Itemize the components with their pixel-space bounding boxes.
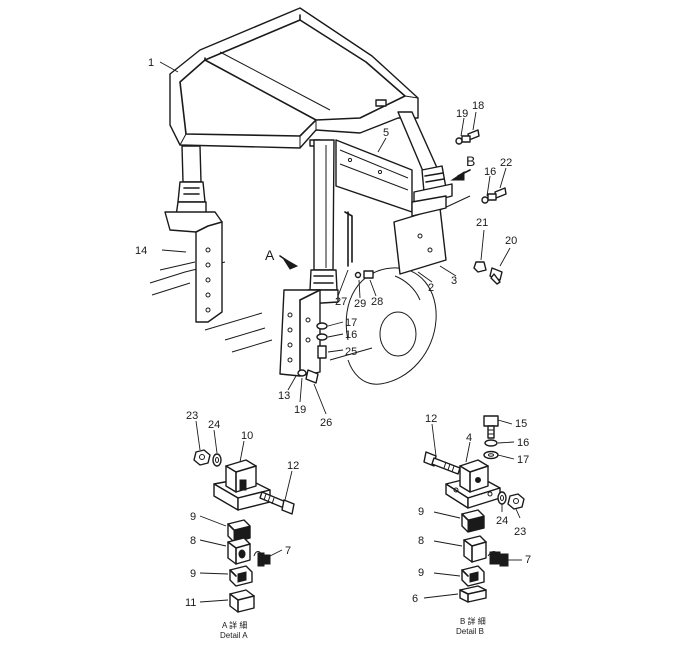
bolt-20	[489, 267, 503, 285]
callout-2: 2	[428, 282, 434, 294]
callout-28: 28	[371, 296, 383, 308]
view-marker-a: A	[265, 247, 275, 263]
callout-20: 20	[505, 235, 517, 247]
callout-3: 3	[451, 275, 457, 287]
detail-b-callout-24: 24	[496, 515, 508, 527]
detail-a-callout-12: 12	[287, 460, 299, 472]
detail-b-spring-7	[487, 551, 509, 567]
detail-a: 23 24 10 12 9 8 7 9 11 A 詳 細 Detail A	[185, 410, 299, 640]
callout-22: 22	[500, 157, 512, 169]
callout-18: 18	[472, 100, 484, 112]
detail-b-bolt-15	[483, 415, 499, 439]
wheel-hub-outline	[345, 267, 437, 385]
side-panel	[335, 139, 413, 213]
detail-b-part-9-upper	[461, 509, 485, 533]
nut-21	[473, 261, 487, 273]
view-marker-b: B	[466, 153, 475, 169]
callout-19-bottom: 19	[294, 404, 306, 416]
left-front-post	[175, 145, 207, 217]
bolt-25	[317, 345, 327, 359]
detail-b-washer-24	[497, 491, 507, 505]
detail-a-part-8	[227, 537, 251, 565]
detail-b-callout-7: 7	[525, 554, 531, 566]
washer-16-top	[481, 196, 489, 204]
bolt-28	[363, 270, 374, 279]
detail-b-callout-8: 8	[418, 535, 424, 547]
detail-a-callout-11: 11	[185, 597, 196, 609]
leader-lines	[159, 61, 511, 415]
callout-21: 21	[476, 217, 488, 229]
detail-b-bolt-12	[423, 451, 461, 475]
detail-b-caption: Detail B	[456, 627, 484, 636]
detail-b: 12 15 4 16 17 9 24 23 8 7 9 6 B 詳 細 Deta…	[412, 413, 531, 636]
callout-14: 14	[135, 245, 147, 257]
center-front-post	[305, 139, 339, 305]
detail-b-callout-15: 15	[515, 418, 527, 430]
detail-b-cushion-6	[459, 585, 487, 603]
detail-b-callout-16: 16	[517, 437, 529, 449]
callout-1: 1	[148, 57, 154, 69]
callout-16-mid: 16	[345, 329, 357, 341]
detail-a-mount-10	[213, 459, 271, 511]
left-front-bracket	[164, 211, 223, 323]
detail-a-nut-23	[193, 449, 211, 466]
canopy-roof	[169, 7, 419, 149]
detail-b-callout-4: 4	[466, 432, 472, 444]
callout-17: 17	[345, 317, 357, 329]
detail-a-callout-9-upper: 9	[190, 511, 196, 523]
washer-29	[354, 271, 362, 279]
callout-5: 5	[383, 127, 389, 139]
detail-a-spring-7	[253, 551, 271, 567]
rear-bracket-plate	[393, 195, 447, 275]
washer-17	[316, 322, 328, 330]
detail-a-callout-7: 7	[285, 545, 291, 557]
detail-a-caption: Detail A	[220, 631, 248, 640]
detail-a-callout-24: 24	[208, 419, 220, 431]
detail-b-callout-9-lower: 9	[418, 567, 424, 579]
center-front-bracket	[279, 289, 321, 377]
detail-b-nut-23	[507, 493, 525, 510]
detail-a-caption-jp: A 詳 細	[222, 620, 247, 630]
detail-b-caption-jp: B 詳 細	[460, 616, 486, 626]
detail-a-callout-9-lower: 9	[190, 568, 196, 580]
detail-a-part-9-upper	[227, 519, 251, 543]
callout-13: 13	[278, 390, 290, 402]
callout-26: 26	[320, 417, 332, 429]
detail-b-part-8	[463, 535, 487, 563]
detail-b-callout-6: 6	[412, 593, 418, 605]
detail-b-callout-9-upper: 9	[418, 506, 424, 518]
bolt-26	[305, 369, 319, 384]
detail-b-callout-17: 17	[517, 454, 529, 466]
detail-b-washer-16	[484, 439, 498, 447]
detail-b-washer-17	[483, 450, 499, 460]
detail-b-callout-12: 12	[425, 413, 437, 425]
view-marker-a-arrow	[279, 255, 299, 270]
detail-b-callout-23: 23	[514, 526, 526, 538]
detail-b-part-9-lower	[461, 565, 485, 587]
washer-16-mid	[316, 333, 328, 341]
detail-a-callout-23: 23	[186, 410, 198, 422]
callout-29: 29	[354, 298, 366, 310]
detail-a-washer-24	[212, 453, 222, 467]
callout-19-top: 19	[456, 108, 468, 120]
detail-b-mount-4	[445, 459, 501, 509]
bolt-22	[487, 187, 507, 201]
view-marker-b-arrow	[450, 169, 471, 181]
callout-27: 27	[335, 296, 347, 308]
detail-a-bolt-12	[259, 491, 295, 515]
detail-a-cushion-11	[229, 589, 255, 613]
washer-19-bottom	[297, 369, 307, 377]
bolt-18	[461, 129, 480, 143]
callout-16-top: 16	[484, 166, 496, 178]
detail-a-callout-10: 10	[241, 430, 253, 442]
detail-a-callout-8: 8	[190, 535, 196, 547]
washer-19-top	[455, 137, 463, 145]
callout-25: 25	[345, 346, 357, 358]
support-rod	[344, 211, 353, 267]
detail-a-part-9-lower	[229, 565, 253, 587]
